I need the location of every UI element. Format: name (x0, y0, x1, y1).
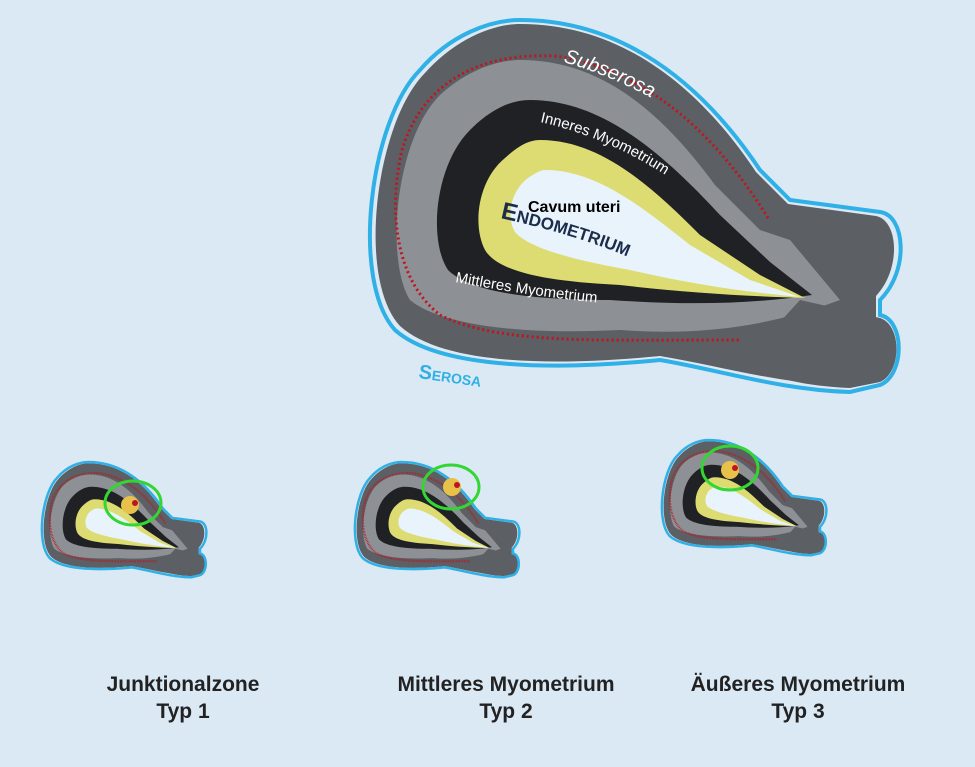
panel-1-type: Typ 1 (156, 700, 210, 723)
panel-2-fibroid-spot (454, 482, 460, 488)
panel-3-title: Äußeres Myometrium (691, 673, 906, 696)
panel-1-fibroid-spot (132, 500, 138, 506)
panel-2-title: Mittleres Myometrium (397, 673, 614, 696)
panel-3-fibroid-spot (732, 465, 738, 471)
panel-2-type: Typ 2 (479, 700, 532, 723)
panel-3-type: Typ 3 (771, 700, 824, 723)
panel-1-title: Junktionalzone (107, 673, 260, 696)
